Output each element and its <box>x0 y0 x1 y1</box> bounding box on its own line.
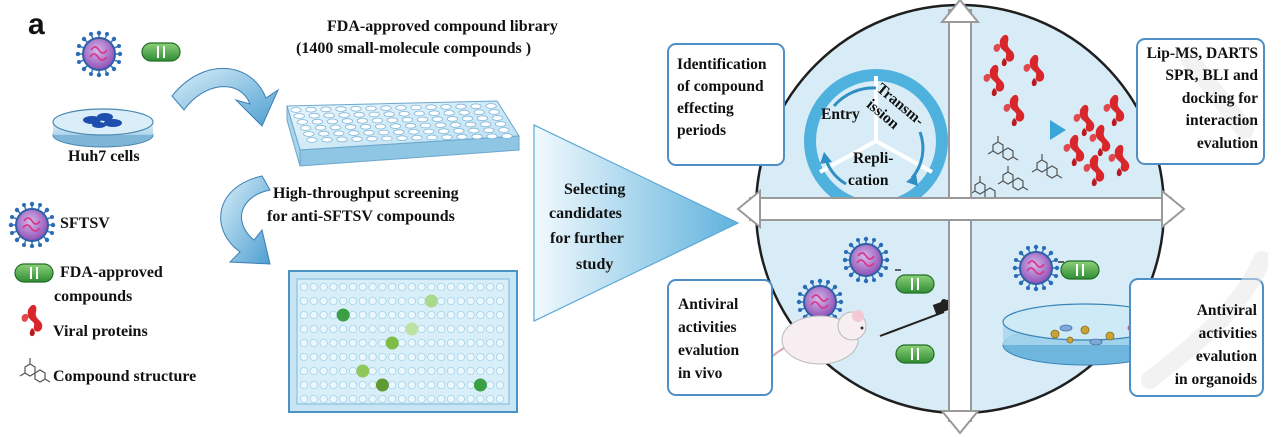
br-line4: in organoids <box>1174 371 1257 388</box>
bl-line4: in vivo <box>678 365 723 382</box>
tr-line3: docking for <box>1181 90 1258 107</box>
box-identification <box>667 43 785 166</box>
cells-label: Huh7 cells <box>68 148 140 165</box>
tl-line3: effecting <box>677 100 734 117</box>
screening-plate <box>288 270 518 413</box>
panel-letter: a <box>28 8 45 41</box>
library-title: FDA-approved compound library <box>327 18 558 35</box>
tr-line2: SPR, BLI and <box>1165 67 1258 84</box>
curved-arrow-to-library <box>171 68 280 127</box>
box-interaction <box>1136 38 1265 165</box>
legend-sftsv: SFTSV <box>60 215 110 232</box>
box-in-vivo <box>667 279 773 396</box>
tr-artwork <box>969 34 1130 201</box>
tl-line2: of compound <box>677 78 764 95</box>
legend-protein-icon <box>21 304 43 337</box>
curved-arrow-to-screening <box>220 175 271 265</box>
tr-line5: evalution <box>1196 135 1258 152</box>
bl-artwork <box>764 235 952 373</box>
bl-line3: evalution <box>678 342 740 359</box>
watermark <box>1141 51 1268 389</box>
legend-viral-proteins: Viral proteins <box>53 323 148 340</box>
selecting-line3: for further <box>550 230 624 247</box>
ring-replication-2: cation <box>848 172 889 189</box>
tl-line4: periods <box>677 122 727 139</box>
legend-fda-line1: FDA-approved <box>60 264 163 281</box>
legend-fda-line2: compounds <box>54 288 133 305</box>
virus-icon <box>74 29 124 79</box>
library-subtitle: (1400 small-molecule compounds ) <box>296 40 532 57</box>
quadrant-dividers <box>736 0 1186 435</box>
selecting-arrow <box>533 124 740 322</box>
selecting-line2: candidates <box>549 205 622 222</box>
legend-pill-icon <box>14 263 54 283</box>
br-line2: activities <box>1198 325 1257 342</box>
selecting-line4: study <box>576 256 614 273</box>
bl-line1: Antiviral <box>678 296 739 313</box>
tr-line1: Lip-MS, DARTS <box>1146 45 1258 62</box>
tl-line1: Identification <box>677 56 767 73</box>
legend-virus-icon <box>7 200 57 250</box>
legend-compound-icon <box>19 357 51 383</box>
tr-line4: interaction <box>1185 112 1258 129</box>
ring-replication-1: Repli- <box>853 150 894 167</box>
br-artwork <box>1002 243 1168 366</box>
petri-dish <box>52 108 154 148</box>
screening-line2: for anti-SFTSV compounds <box>267 208 455 225</box>
pill-icon <box>141 42 181 62</box>
compound-library-plate <box>286 100 520 167</box>
screening-line1: High-throughput screening <box>273 185 459 202</box>
br-line1: Antiviral <box>1196 302 1257 319</box>
bl-line2: activities <box>678 319 737 336</box>
ring-entry: Entry <box>821 106 860 123</box>
selecting-line1: Selecting <box>564 181 626 198</box>
br-line3: evalution <box>1195 348 1257 365</box>
legend-compound-structure: Compound structure <box>53 368 197 385</box>
